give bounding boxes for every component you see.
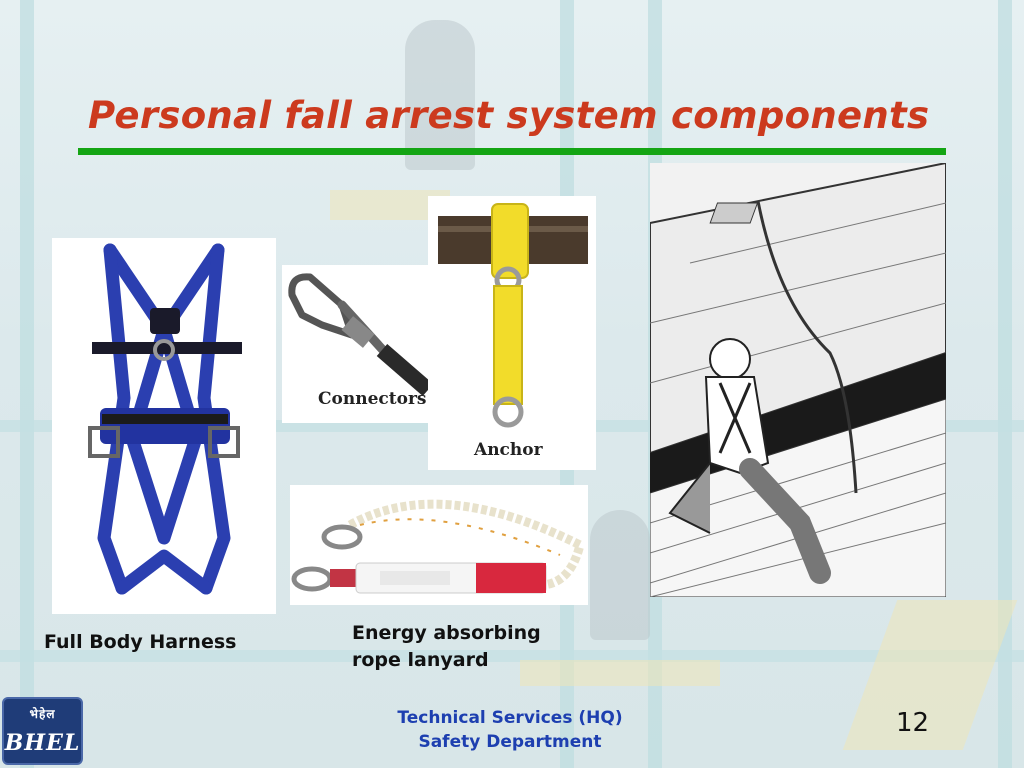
connectors-image: Connectors <box>282 265 428 423</box>
anchor-image: Anchor <box>428 196 596 470</box>
harness-caption: Full Body Harness <box>44 631 237 653</box>
lanyard-caption-line1: Energy absorbing <box>352 622 541 644</box>
lift-platform <box>520 660 720 686</box>
title-underline <box>78 148 946 155</box>
page-number: 12 <box>896 708 930 738</box>
logo-hindi-text: भेहेल <box>29 707 56 721</box>
harness-illustration <box>88 243 242 595</box>
worker-on-roof-illustration <box>650 163 946 597</box>
connectors-label: Connectors <box>318 389 427 409</box>
scaffold-beam <box>0 650 1024 662</box>
lanyard-caption-line2: rope lanyard <box>352 649 489 671</box>
logo-name: BHEL <box>4 730 81 756</box>
harness-image <box>52 238 276 614</box>
crane-boom <box>842 600 1018 750</box>
footer-line1: Technical Services (HQ) <box>397 708 623 728</box>
scaffold-pole <box>20 0 34 768</box>
anchor-strap-illustration <box>438 203 588 428</box>
background-worker <box>405 20 475 170</box>
snap-hook-illustration <box>288 273 428 397</box>
roof-scene-drawing <box>650 163 946 597</box>
footer-line2: Safety Department <box>418 732 602 752</box>
lanyard-image <box>290 485 588 605</box>
bhel-logo: भेहेल BHEL <box>2 697 83 765</box>
lanyard-illustration <box>291 499 586 594</box>
anchor-label: Anchor <box>474 440 543 460</box>
lanyard-caption: Energy absorbing rope lanyard <box>352 620 541 674</box>
page-title: Personal fall arrest system components <box>88 94 930 137</box>
scaffold-pole <box>998 0 1012 768</box>
background-worker <box>590 510 650 640</box>
footer: Technical Services (HQ) Safety Departmen… <box>360 706 660 754</box>
